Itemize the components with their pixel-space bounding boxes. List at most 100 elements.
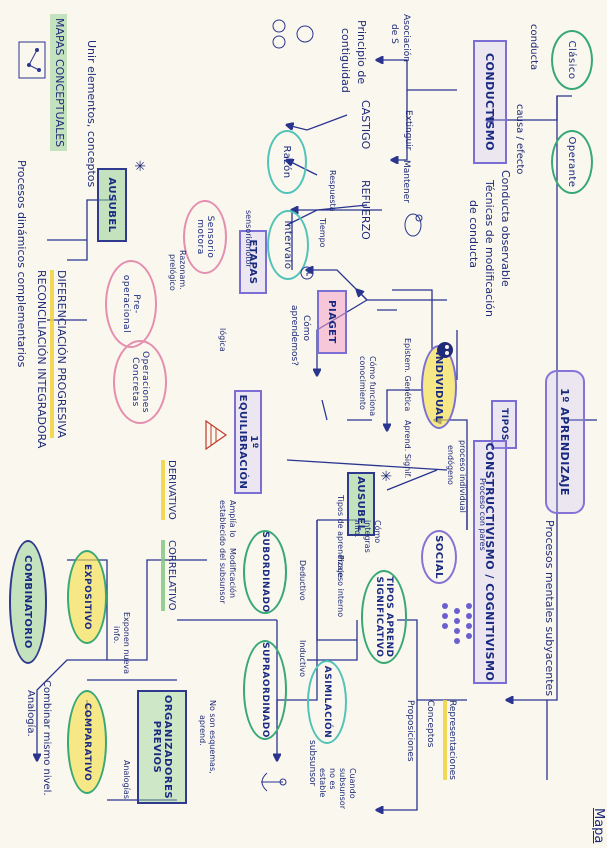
razonam-1: Razonam. — [178, 250, 187, 290]
page-title: Mapa — [591, 808, 606, 844]
anchor-icon — [261, 772, 287, 792]
label-causa-efecto: causa / efecto — [514, 104, 525, 175]
como-funciona-1: Cómo funciona — [368, 356, 377, 417]
label-conducta: conducta — [528, 24, 539, 71]
amplia-2: establecido — [218, 500, 227, 546]
node-organizadores-previos: ORGANIZADORES PREVIOS — [137, 690, 187, 804]
label-refuerzo: REFUERZO — [359, 180, 372, 240]
mouse-doodle-icon — [404, 213, 423, 237]
cuando-1: Cuando — [348, 768, 357, 799]
label-diferenciacion: DIFERENCIACIÓN PROGRESIVA — [50, 270, 68, 439]
label-sensoriomotor: sensoriomotor — [244, 210, 253, 268]
node-comparativo: COMPARATIVO — [67, 690, 107, 794]
node-piaget: PIAGET — [317, 290, 347, 354]
node-conductismo: CONDUCTISMO — [473, 40, 507, 164]
como-aprendemos-1: Cómo — [301, 315, 311, 342]
label-representaciones: Representaciones — [442, 700, 457, 780]
label-mantener: Mantener — [401, 160, 411, 203]
node-razon: Razón — [267, 130, 307, 194]
node-tipos-aprend-signif: TIPOS APREND SIGNIFICATIVO — [361, 570, 407, 664]
label-proceso-interno: Proceso interno — [336, 555, 345, 618]
principio-line-1: Principio de — [355, 20, 368, 85]
como-integras-1: Cómo — [373, 520, 382, 544]
label-correlativo: CORRELATIVO — [161, 540, 177, 611]
tipos-signif-line-1: TIPOS APREND — [384, 576, 394, 658]
opconc-line-1: Operaciones — [140, 351, 150, 413]
crowd-icon — [442, 603, 472, 644]
asterisk-left-icon: ✳ — [131, 160, 147, 172]
como-integras-3: info. — [353, 520, 362, 538]
node-ausubel-left: AUSUBEL — [97, 168, 127, 242]
label-subsunsor: subsunsor — [307, 740, 317, 787]
label-extinguir: Extinguir — [403, 110, 413, 151]
label-inductivo: Inductivo — [298, 640, 307, 677]
label-proposiciones: Proposiciones — [405, 700, 415, 762]
asociacion-line-2: de S — [389, 24, 399, 44]
exponen-2: info. — [112, 626, 121, 644]
node-pre-operacional: Pre- operacional — [105, 260, 157, 348]
proceso-individual-1: proceso individual — [458, 440, 467, 513]
conductismo-desc-3: de conducta — [467, 200, 480, 269]
node-sensorio-motora: Sensorio motora — [183, 200, 227, 274]
no-son-2: aprend. — [198, 715, 207, 746]
label-tiempo: Tiempo — [318, 218, 327, 248]
label-deductivo: Deductivo — [298, 560, 307, 601]
conductismo-desc-2: Técnicas de modificación — [483, 180, 496, 317]
proceso-individual-2: endógeno — [446, 445, 455, 485]
label-mapas-conceptuales: MAPAS CONCEPTUALES — [50, 14, 67, 152]
cuando-3: no es — [328, 768, 337, 790]
combinar-1: Combinar mismo nivel. — [41, 680, 52, 796]
asterisk-right-icon: ✳ — [377, 470, 393, 482]
procesos-mentales: Procesos mentales subyacentes — [543, 520, 556, 697]
tipos-signif-line-2: SIGNIFICATIVO — [374, 576, 384, 658]
clock-icon — [300, 266, 314, 280]
como-funciona-2: conocimiento — [358, 356, 367, 410]
label-castigo: CASTIGO — [359, 100, 372, 150]
root-node-aprendizaje: 1º APRENDIZAJE — [545, 370, 585, 514]
node-subordinado: SUBORDINADO — [243, 530, 287, 614]
conductismo-desc-1: Conducta observable — [499, 170, 512, 287]
exponen-1: Exponen nueva — [122, 612, 131, 675]
node-expositivo: EXPOSITIVO — [67, 550, 107, 644]
node-combinatorio: COMBINATORIO — [9, 540, 47, 664]
people-icon — [437, 342, 453, 358]
cuando-4: estable — [318, 768, 327, 798]
label-conceptos: Conceptos — [425, 700, 435, 748]
modificacion-1: Modificación — [228, 548, 237, 599]
node-clasico: Clásico — [551, 30, 593, 90]
label-procesos-dinamicos: Procesos dinámicos complementarios — [15, 160, 28, 368]
organizadores-line-2: PREVIOS — [151, 720, 162, 774]
node-asimilacion: ASIMILACIÓN — [307, 660, 347, 744]
label-analogias: Analogías — [122, 760, 131, 799]
cuando-2: subsunsor — [338, 768, 347, 809]
no-son-1: No son esquemas, — [208, 700, 217, 774]
dog-bell-icon — [272, 19, 314, 49]
preop-line-1: Pre- — [131, 294, 141, 314]
sensorio-line-2: motora — [195, 219, 205, 255]
principio-line-2: contiguidad — [339, 28, 352, 93]
label-unir-elementos: Unir elementos, conceptos — [85, 40, 98, 188]
como-aprendemos-2: aprendemos? — [289, 305, 299, 366]
label-reconciliacion: RECONCILIACIÓN INTEGRADORA — [35, 270, 48, 449]
label-epistem: Epistem. Genética — [403, 338, 412, 412]
label-respuesta: Respuesta — [328, 170, 337, 212]
node-constructivismo: CONSTRUCTIVISMO / COGNITIVISMO — [473, 440, 507, 684]
triangle-icon — [205, 420, 227, 450]
label-logica: lógica — [218, 328, 227, 352]
organizadores-line-1: ORGANIZADORES — [162, 694, 173, 800]
node-operaciones-concretas: Operaciones Concretas — [113, 340, 167, 424]
label-derivativo: DERIVATIVO — [161, 460, 177, 520]
como-integras-2: integras — [363, 520, 372, 553]
modificacion-2: del subsunsor — [218, 548, 227, 604]
combinar-2: Analogía. — [25, 690, 36, 737]
opconc-line-2: Concretas — [130, 357, 140, 407]
node-social: SOCIAL — [421, 530, 457, 584]
amplia-1: Amplía lo — [228, 500, 237, 538]
proceso-pares: Proceso con pares — [478, 478, 487, 551]
node-equilibracion: 1º EQUILIBRACIÓN — [234, 390, 262, 494]
asociacion-line-1: Asociación — [401, 14, 411, 62]
razonam-2: prelógico — [168, 254, 177, 291]
node-supraordinado: SUPRAORDINADO — [243, 640, 287, 740]
